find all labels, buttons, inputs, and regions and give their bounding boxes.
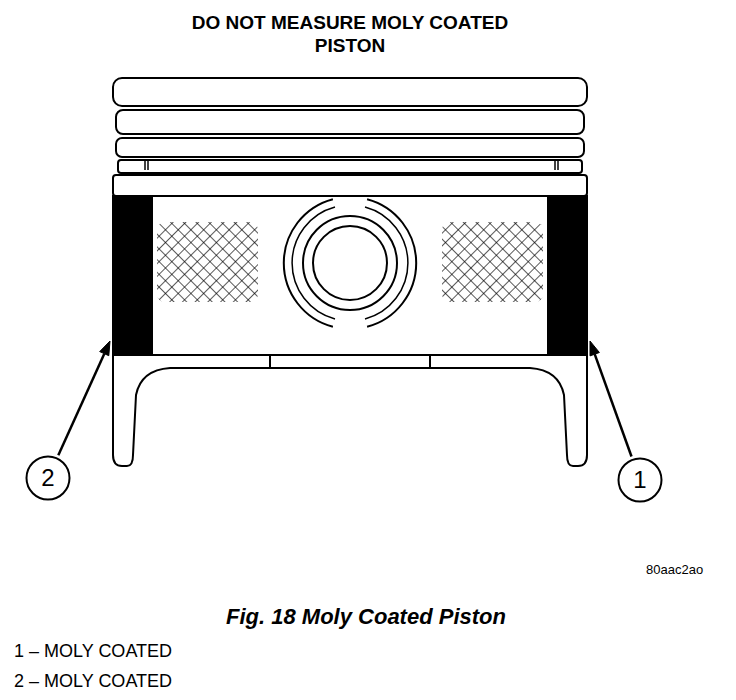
figure-caption: Fig. 18 Moly Coated Piston [226,604,506,630]
ring-land [116,110,584,134]
oil-hole [554,160,556,170]
oil-hole [147,160,149,170]
legend-note: 1 – MOLY COATED [14,641,172,662]
crosshatch-area [442,222,543,302]
callout-circle: 2 [25,455,71,501]
callout-circle: 1 [617,457,663,503]
legend-note: 2 – MOLY COATED [14,671,172,692]
oil-ring-land [118,160,582,173]
leader-arrowhead [590,341,599,356]
pin-boss-edge [429,355,431,368]
skirt-top-band [113,175,587,196]
piston-skirt-legs [113,355,587,466]
pin-boss-edge [269,355,271,368]
callout-circle-shape [619,459,662,502]
piston-skirt [113,196,587,355]
piston-crown [113,78,587,106]
oil-hole [144,160,146,170]
pin-bore-inner [313,226,387,300]
leader-arrowhead [100,341,110,356]
figure-code: 80aac2ao [646,562,703,577]
leader-line [595,354,632,456]
moly-coating-strip [548,196,587,355]
moly-coating-strip [113,196,152,355]
callout-number: 2 [41,466,54,490]
callout-number: 1 [633,468,646,492]
pin-bore-outer [303,216,397,310]
crosshatch-area [157,222,258,302]
callout-circle-shape [27,457,70,500]
leader-line [58,354,104,456]
page-title: DO NOT MEASURE MOLY COATED PISTON [180,12,520,58]
ring-land [116,138,584,157]
oil-hole [557,160,559,170]
